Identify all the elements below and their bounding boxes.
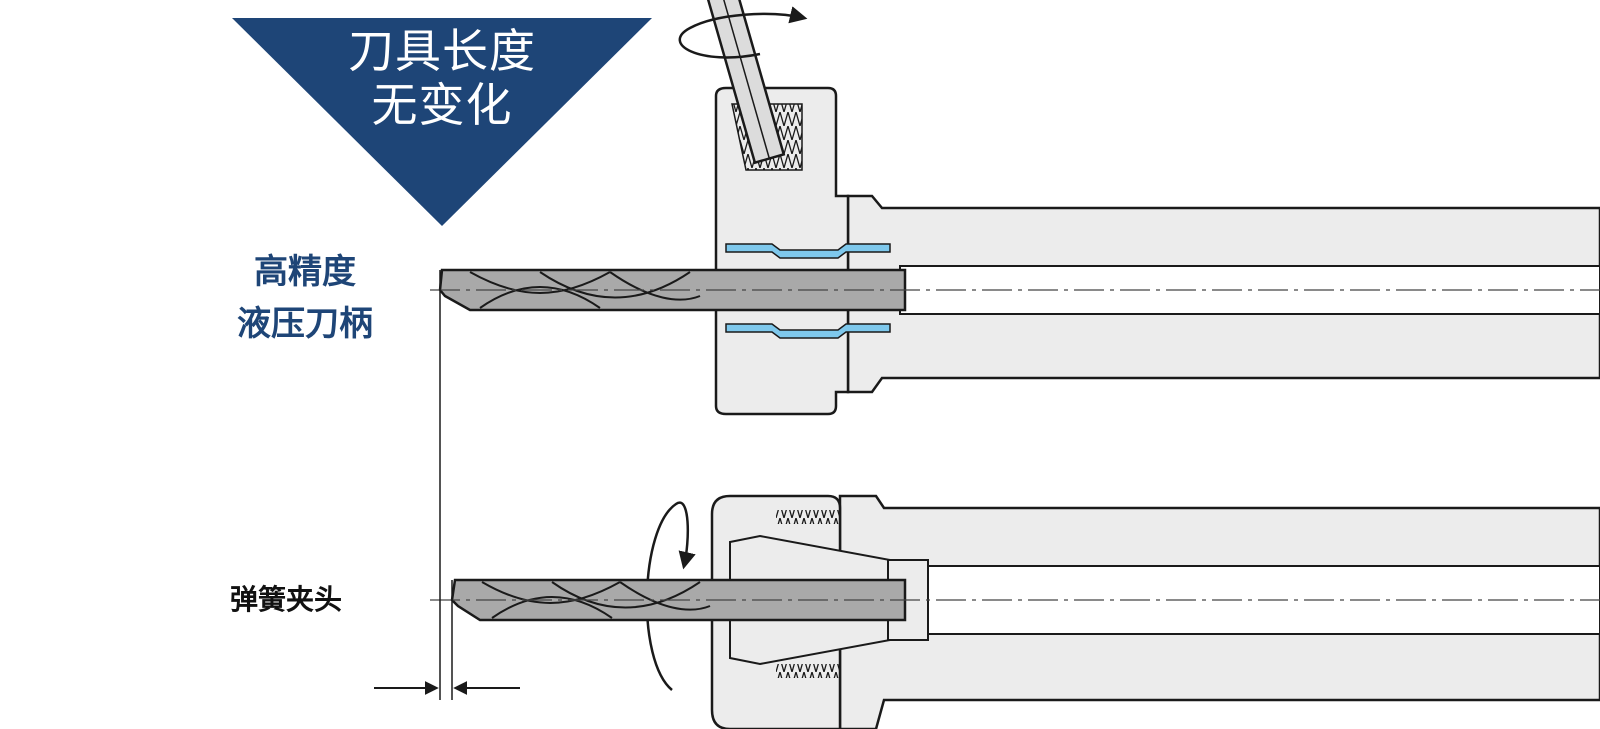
collet-nut-thread-top <box>776 510 840 524</box>
hydraulic-label-line-1: 高精度 <box>254 252 356 292</box>
hydraulic-label-line-2: 液压刀柄 <box>237 304 373 344</box>
hydraulic-bore <box>899 265 1600 315</box>
key-rotation-arrow <box>678 6 808 59</box>
hydraulic-sleeve-top <box>725 243 891 259</box>
banner-line-1: 刀具长度 <box>348 24 536 78</box>
hydraulic-drill-flutes <box>469 271 701 309</box>
banner-line-2: 无变化 <box>371 78 513 132</box>
hydraulic-sleeve-bottom <box>725 323 891 339</box>
hydraulic-holder <box>678 0 1600 416</box>
length-difference-dimension <box>374 270 520 700</box>
nut-rotation-arrow <box>645 501 696 691</box>
collet-label: 弹簧夹头 <box>230 583 343 616</box>
collet-drill-flutes <box>481 581 711 619</box>
collet-nut-thread-bottom <box>776 664 840 678</box>
banner-triangle <box>232 18 652 226</box>
